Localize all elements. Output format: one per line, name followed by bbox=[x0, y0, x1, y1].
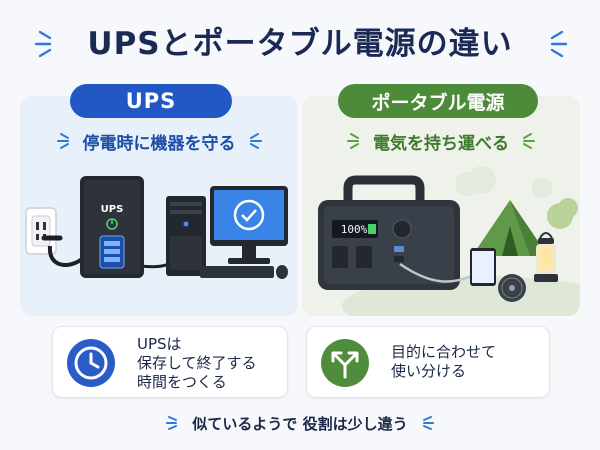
lantern-icon bbox=[534, 232, 558, 282]
portable-subtitle-sparkle-right-icon bbox=[523, 133, 535, 149]
portable-card-line: 目的に合わせて bbox=[391, 343, 497, 361]
ups-info-card: UPSは 保存して終了する 時間をつくる bbox=[52, 326, 288, 398]
footer-sparkle-right-icon bbox=[422, 416, 434, 430]
ups-label-pill: UPS bbox=[70, 84, 232, 118]
ups-card-line: 時間をつくる bbox=[137, 373, 227, 391]
split-arrow-icon bbox=[321, 339, 369, 387]
svg-text:100%: 100% bbox=[341, 223, 368, 236]
monitor bbox=[210, 186, 288, 264]
title-sparkle-left-icon bbox=[34, 30, 52, 58]
footer-sparkle-left-icon bbox=[166, 416, 178, 430]
portable-card-line: 使い分ける bbox=[391, 362, 467, 380]
title-row: UPSとポータブル電源の違い bbox=[0, 14, 600, 66]
footer-note: 似ているようで 役割は少し違う bbox=[0, 410, 600, 436]
ups-device: UPS bbox=[80, 176, 144, 278]
ups-card-text: UPSは 保存して終了する 時間をつくる bbox=[137, 335, 257, 392]
fan-icon bbox=[498, 274, 526, 302]
ups-subtitle-sparkle-right-icon bbox=[249, 133, 262, 149]
clock-icon bbox=[67, 339, 115, 387]
ups-subtitle-sparkle-left-icon bbox=[56, 133, 69, 149]
portable-subtitle-text: 電気を持ち運べる bbox=[373, 133, 509, 154]
smartphone-icon bbox=[470, 248, 496, 286]
portable-illustration: 100% bbox=[318, 166, 580, 316]
portable-label-pill: ポータブル電源 bbox=[338, 84, 538, 118]
title-sparkle-right-icon bbox=[550, 30, 568, 58]
ups-subtitle: 停電時に機器を守る bbox=[20, 128, 298, 154]
ups-card-line: UPSは bbox=[137, 335, 182, 353]
portable-subtitle-sparkle-left-icon bbox=[347, 133, 359, 149]
footer-text: 似ているようで 役割は少し違う bbox=[192, 414, 408, 433]
portable-panel: 100% bbox=[302, 96, 580, 316]
page-title: UPSとポータブル電源の違い bbox=[87, 25, 513, 62]
wall-outlet-icon bbox=[25, 207, 63, 255]
svg-text:UPS: UPS bbox=[101, 204, 124, 215]
ups-subtitle-text: 停電時に機器を守る bbox=[82, 133, 236, 154]
ups-card-line: 保存して終了する bbox=[137, 354, 257, 372]
ups-illustration: UPS bbox=[25, 176, 288, 279]
pc-tower bbox=[166, 196, 206, 276]
portable-subtitle: 電気を持ち運べる bbox=[302, 128, 580, 154]
ups-panel: UPS bbox=[20, 96, 298, 316]
portable-card-text: 目的に合わせて 使い分ける bbox=[391, 343, 496, 381]
keyboard-and-mouse bbox=[200, 265, 288, 279]
portable-info-card: 目的に合わせて 使い分ける bbox=[306, 326, 550, 398]
power-station-device: 100% bbox=[318, 175, 460, 290]
